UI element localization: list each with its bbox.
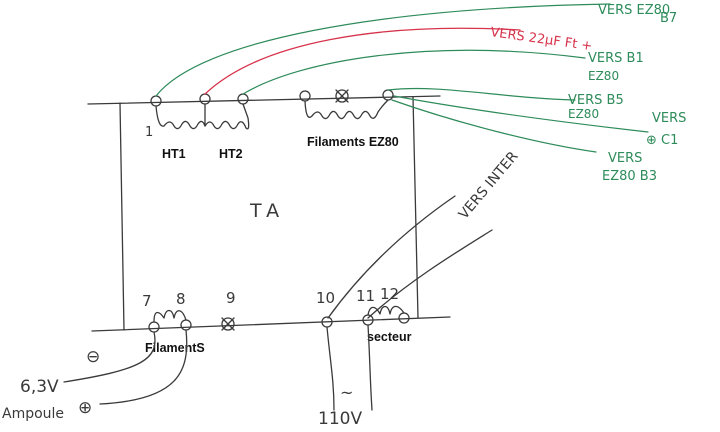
- dest-c1-line1: VERS: [652, 111, 686, 126]
- terminal-12: [398, 312, 410, 324]
- wire-mains-1: [326, 326, 335, 411]
- terminal-top-2: [199, 93, 211, 105]
- wire-to-b1: [242, 49, 586, 95]
- dest-b1-line2: EZ80: [588, 69, 619, 83]
- label-ht1: HT1: [162, 147, 186, 161]
- label-secteur: secteur: [367, 330, 412, 344]
- terminal-top-1: [150, 95, 162, 107]
- winding-ht1: [155, 103, 206, 130]
- winding-secteur: [367, 305, 405, 316]
- top-terminals: [150, 89, 394, 107]
- pin-number-1: 1: [145, 125, 153, 140]
- filament-leads: ⊖ 6,3V Ampoule ⊕: [2, 329, 188, 422]
- bottom-terminals: [148, 305, 410, 333]
- dest-b3-line2: EZ80 B3: [602, 169, 657, 184]
- winding-filaments: [153, 309, 187, 323]
- top-bus-line: [87, 95, 441, 105]
- wire-to-b5: [387, 87, 576, 101]
- label-vers-inter: VERS INTER: [456, 148, 522, 222]
- ac-symbol: ~: [340, 383, 353, 402]
- wire-to-c1: [393, 95, 649, 133]
- bottom-bus-line: [91, 316, 451, 332]
- pin-number-10: 10: [316, 289, 335, 307]
- dest-b5-line2: EZ80: [568, 107, 599, 121]
- wire-mains-2: [367, 324, 373, 411]
- label-filaments: FilamentS: [145, 341, 205, 355]
- dest-b1-line1: VERS B1: [588, 51, 644, 66]
- dest-b5-line1: VERS B5: [568, 93, 624, 108]
- pin-number-8: 8: [176, 290, 186, 308]
- terminal-top-crossed: [335, 89, 349, 103]
- plus-symbol: ⊕: [78, 398, 92, 418]
- transformer-label: TA: [249, 200, 285, 222]
- label-filaments-ez80: Filaments EZ80: [307, 135, 399, 149]
- pin-number-7: 7: [142, 292, 152, 310]
- terminal-top-3: [237, 93, 249, 105]
- bottom-pin-numbers: 7 8 9 10 11 12: [142, 285, 399, 310]
- minus-symbol: ⊖: [86, 347, 100, 367]
- pin-number-9: 9: [226, 289, 236, 307]
- pin-number-12: 12: [380, 285, 399, 303]
- winding-filaments-ez80: [304, 99, 389, 120]
- crossed-mark: [335, 89, 349, 103]
- dest-22uf: VERS 22µF Ft +: [489, 25, 593, 54]
- terminal-7: [148, 321, 160, 333]
- outgoing-wires: [155, 3, 649, 153]
- terminal-top-6: [382, 89, 394, 101]
- pin-number-11: 11: [356, 287, 375, 305]
- terminal-8: [180, 319, 192, 331]
- mains-leads: ~ 110V: [318, 324, 373, 429]
- wire-to-b7: [155, 3, 611, 97]
- wire-inter-2: [367, 229, 493, 319]
- right-side-line: [412, 96, 419, 319]
- label-ht2: HT2: [219, 147, 243, 161]
- terminal-9-crossed: [221, 317, 235, 331]
- winding-ht2: [204, 103, 250, 130]
- dest-b7-line1: VERS EZ80: [598, 3, 670, 18]
- wire-63v: [63, 331, 156, 383]
- transformer-body: TA: [87, 95, 451, 332]
- dest-b3-line1: VERS: [608, 151, 642, 166]
- wire-ampoule: [99, 329, 188, 405]
- dest-b7-line2: B7: [660, 11, 677, 26]
- left-side-line: [119, 102, 125, 331]
- wire-to-b3: [391, 99, 597, 153]
- label-110v: 110V: [318, 409, 362, 429]
- wire-to-22uf: [204, 27, 521, 95]
- label-63v: 6,3V: [20, 377, 59, 397]
- wire-inter-1: [327, 195, 456, 319]
- label-ampoule: Ampoule: [2, 406, 64, 422]
- top-windings: 1: [145, 99, 389, 140]
- dest-c1-line2: ⊕ C1: [646, 133, 678, 148]
- crossed-mark: [221, 317, 235, 331]
